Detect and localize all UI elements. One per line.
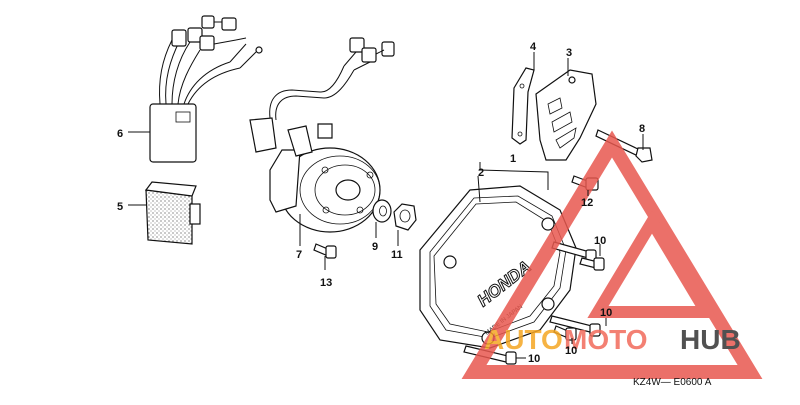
callout-1: 1 (510, 153, 516, 165)
watermark-triangle-inner (587, 210, 717, 318)
callout-10-c: 10 (565, 345, 577, 357)
callout-11: 11 (391, 249, 403, 261)
callout-2: 2 (478, 167, 484, 179)
figure-code: KZ4W— E0600 A (633, 377, 712, 388)
callout-10-d: 10 (528, 353, 540, 365)
callout-5: 5 (117, 201, 123, 213)
bracket (511, 67, 535, 145)
rubber-cover (144, 181, 201, 245)
callout-4: 4 (530, 41, 537, 53)
callout-12: 12 (581, 197, 593, 209)
watermark-moto: MOTO (564, 324, 647, 355)
watermark-logo: AUTO MOTO HUB (461, 130, 763, 379)
callout-9: 9 (372, 241, 378, 253)
leader-lines (128, 52, 644, 359)
bolt-10-b (579, 257, 605, 271)
watermark-triangle-outer (461, 130, 763, 379)
bolt-10-c (549, 315, 601, 337)
callout-7: 7 (296, 249, 302, 261)
washer (372, 199, 392, 223)
callout-8: 8 (639, 123, 645, 135)
regulator-rectifier (149, 15, 263, 163)
sprocket-guard (535, 69, 597, 161)
callout-13: 13 (320, 277, 332, 289)
bolt-10-a (551, 241, 597, 263)
callouts: 1 2 3 4 5 6 7 8 9 10 11 12 13 10 10 10 (117, 41, 645, 365)
alternator-stator (249, 37, 395, 233)
bolt-10-d (553, 325, 577, 341)
bolt-13 (313, 243, 337, 259)
watermark-hub: HUB (680, 324, 741, 355)
callout-3: 3 (566, 47, 572, 59)
flange-nut (393, 203, 417, 231)
callout-6: 6 (117, 128, 123, 140)
callout-10-b: 10 (600, 307, 612, 319)
callout-10-a: 10 (594, 235, 606, 247)
watermark-auto: AUTO (484, 324, 563, 355)
